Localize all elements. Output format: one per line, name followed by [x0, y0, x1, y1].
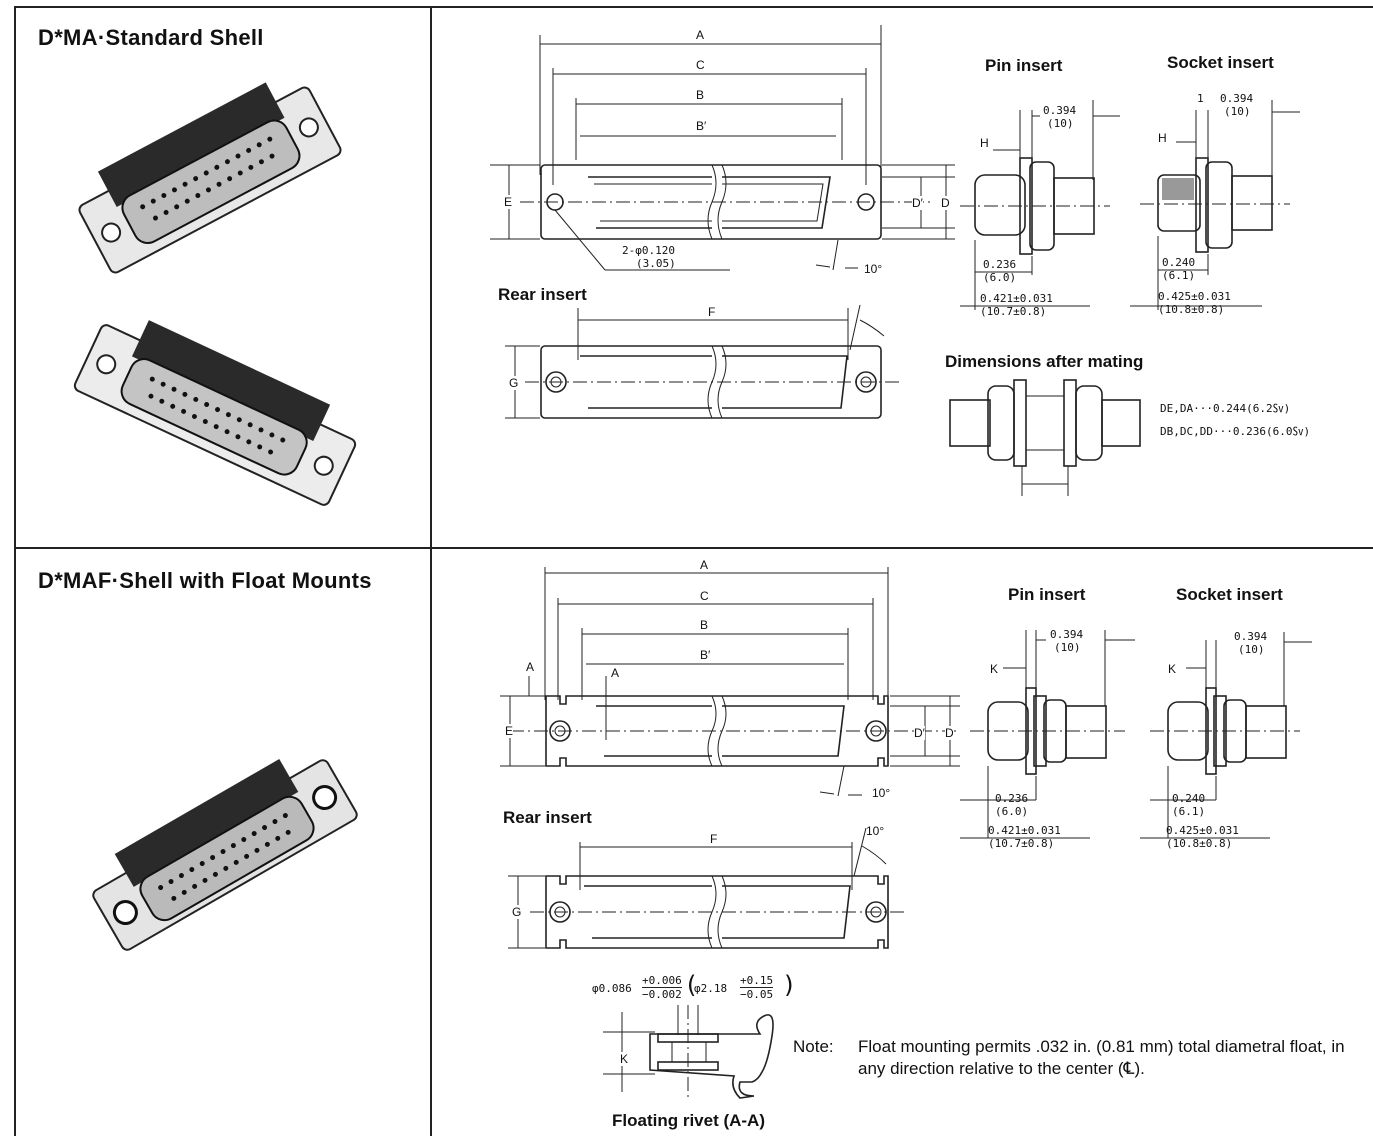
- rivet-paren-open: (: [684, 971, 699, 999]
- rear-insert-float: [508, 827, 905, 949]
- mating-line-2: DB,DC,DD···0.236(6.0㏜): [1160, 425, 1311, 438]
- hole-note: 2-φ0.120 (3.05): [622, 244, 676, 270]
- pin-insert-mid-dim: 0.236 (6.0): [983, 258, 1017, 284]
- socket-insert-bottom-dim: 0.425±0.031 (10.8±0.8): [1158, 290, 1231, 316]
- dim-label-E: E: [504, 195, 513, 209]
- mating-title: Dimensions after mating: [945, 352, 1144, 371]
- float-socket-insert-top-dim: 0.394 (10): [1234, 630, 1268, 656]
- note-text: Float mounting permits .032 in. (0.81 mm…: [858, 1037, 1345, 1078]
- mated-pair-view: [949, 379, 1141, 496]
- float-dim-label-A: A: [700, 558, 709, 572]
- socket-insert-h-label: H: [1158, 131, 1167, 145]
- rivet-paren-close: ): [782, 971, 797, 999]
- connector-photo-float: [92, 759, 358, 951]
- pin-insert-top-dim: 0.394 (10): [1043, 104, 1077, 130]
- dim-label-A: A: [696, 28, 705, 42]
- float-socket-insert-bottom-dim: 0.425±0.031 (10.8±0.8): [1166, 824, 1239, 850]
- top-border: [14, 6, 1373, 8]
- socket-insert-top-dim: 0.394 (10): [1220, 92, 1254, 118]
- dim-label-D-prime: D′: [912, 196, 923, 210]
- angle-label: 10°: [864, 262, 883, 276]
- floating-rivet-view: [603, 1005, 774, 1100]
- front-view-standard: [490, 25, 955, 271]
- section-mark-left: A: [526, 660, 535, 674]
- float-pin-insert-title: Pin insert: [1008, 585, 1086, 604]
- dim-label-B: B: [696, 88, 705, 102]
- pin-insert-float: [960, 630, 1135, 839]
- dim-label-C: C: [696, 58, 705, 72]
- rivet-k-label: K: [620, 1052, 629, 1066]
- float-socket-insert-title: Socket insert: [1176, 585, 1283, 604]
- left-border: [14, 6, 16, 1136]
- float-dim-label-D: D: [945, 726, 954, 740]
- float-rear-insert-title: Rear insert: [503, 808, 592, 827]
- pin-insert-standard: [960, 100, 1120, 310]
- dim-label-D: D: [941, 196, 950, 210]
- dim-label-G: G: [509, 376, 519, 390]
- connector-illustrations: [73, 82, 358, 951]
- float-socket-insert-mid-dim: 0.240 (6.1): [1172, 792, 1206, 818]
- mating-line-1: DE,DA···0.244(6.2㏜): [1160, 402, 1291, 415]
- float-dim-label-E: E: [505, 724, 514, 738]
- socket-insert-one-label: 1: [1197, 92, 1204, 105]
- socket-insert-title: Socket insert: [1167, 53, 1274, 72]
- rivet-tolerance-mm: +0.15 −0.05: [740, 974, 774, 1001]
- float-dim-label-F: F: [710, 832, 718, 846]
- section-title-float-mounts: D*MAF·Shell with Float Mounts: [38, 568, 372, 593]
- rivet-tolerance-in: +0.006 −0.002: [642, 974, 682, 1001]
- float-pin-insert-bottom-dim: 0.421±0.031 (10.7±0.8): [988, 824, 1061, 850]
- float-dim-label-B-prime: B′: [700, 648, 711, 662]
- rivet-caption: Floating rivet (A-A): [612, 1111, 765, 1130]
- float-angle-rear-label: 10°: [866, 824, 885, 838]
- float-angle-label: 10°: [872, 786, 891, 800]
- rivet-diameter-mm: φ2.18: [694, 982, 728, 995]
- section-divider: [14, 547, 1373, 549]
- rear-insert-title: Rear insert: [498, 285, 587, 304]
- float-dim-label-D-prime: D′: [914, 726, 925, 740]
- pin-insert-bottom-dim: 0.421±0.031 (10.7±0.8): [980, 292, 1053, 318]
- connector-photo-middle: [73, 320, 357, 506]
- float-pin-insert-k-label: K: [990, 662, 999, 676]
- rear-insert-standard: [505, 304, 900, 419]
- connector-photo-top: [78, 82, 342, 274]
- float-dim-label-B: B: [700, 618, 709, 632]
- dim-label-F: F: [708, 305, 716, 319]
- float-dim-label-C: C: [700, 589, 709, 603]
- float-socket-insert-k-label: K: [1168, 662, 1177, 676]
- float-pin-insert-mid-dim: 0.236 (6.0): [995, 792, 1029, 818]
- float-dim-label-G: G: [512, 905, 522, 919]
- section-mark-right: A: [611, 666, 620, 680]
- front-view-float: [500, 567, 960, 797]
- float-pin-insert-top-dim: 0.394 (10): [1050, 628, 1084, 654]
- rivet-diameter: φ0.086: [592, 982, 632, 995]
- dim-label-B-prime: B′: [696, 119, 707, 133]
- pin-insert-h-label: H: [980, 136, 989, 150]
- socket-insert-standard: [1130, 100, 1300, 310]
- socket-insert-float: [1140, 632, 1312, 839]
- socket-insert-mid-dim: 0.240 (6.1): [1162, 256, 1196, 282]
- section-title-standard-shell: D*MA·Standard Shell: [38, 25, 264, 50]
- note-label: Note:: [793, 1037, 834, 1056]
- pin-insert-title: Pin insert: [985, 56, 1063, 75]
- column-divider: [430, 6, 432, 1136]
